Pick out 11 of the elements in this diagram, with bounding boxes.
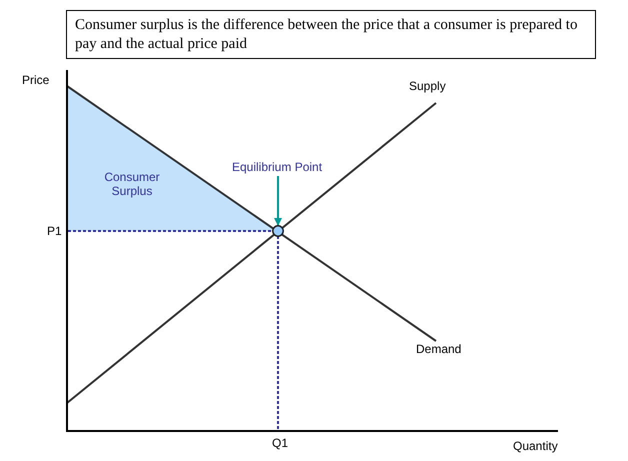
arrow [274, 176, 282, 226]
curve-label: Supply [409, 79, 446, 93]
point-label: Equilibrium Point [232, 160, 322, 174]
axis-title: Price [22, 73, 50, 87]
quantity-level-label: Q1 [272, 436, 288, 450]
axis-title: Quantity [513, 439, 558, 453]
definition-box: Consumer surplus is the difference between the price that a consumer is prepared to pay and the actual price paid [66, 10, 596, 59]
area-label: Consumer Surplus [103, 170, 161, 198]
equilibrium-marker [272, 225, 284, 237]
price-level-label: P1 [47, 224, 62, 238]
curve-label: Demand [416, 342, 462, 356]
